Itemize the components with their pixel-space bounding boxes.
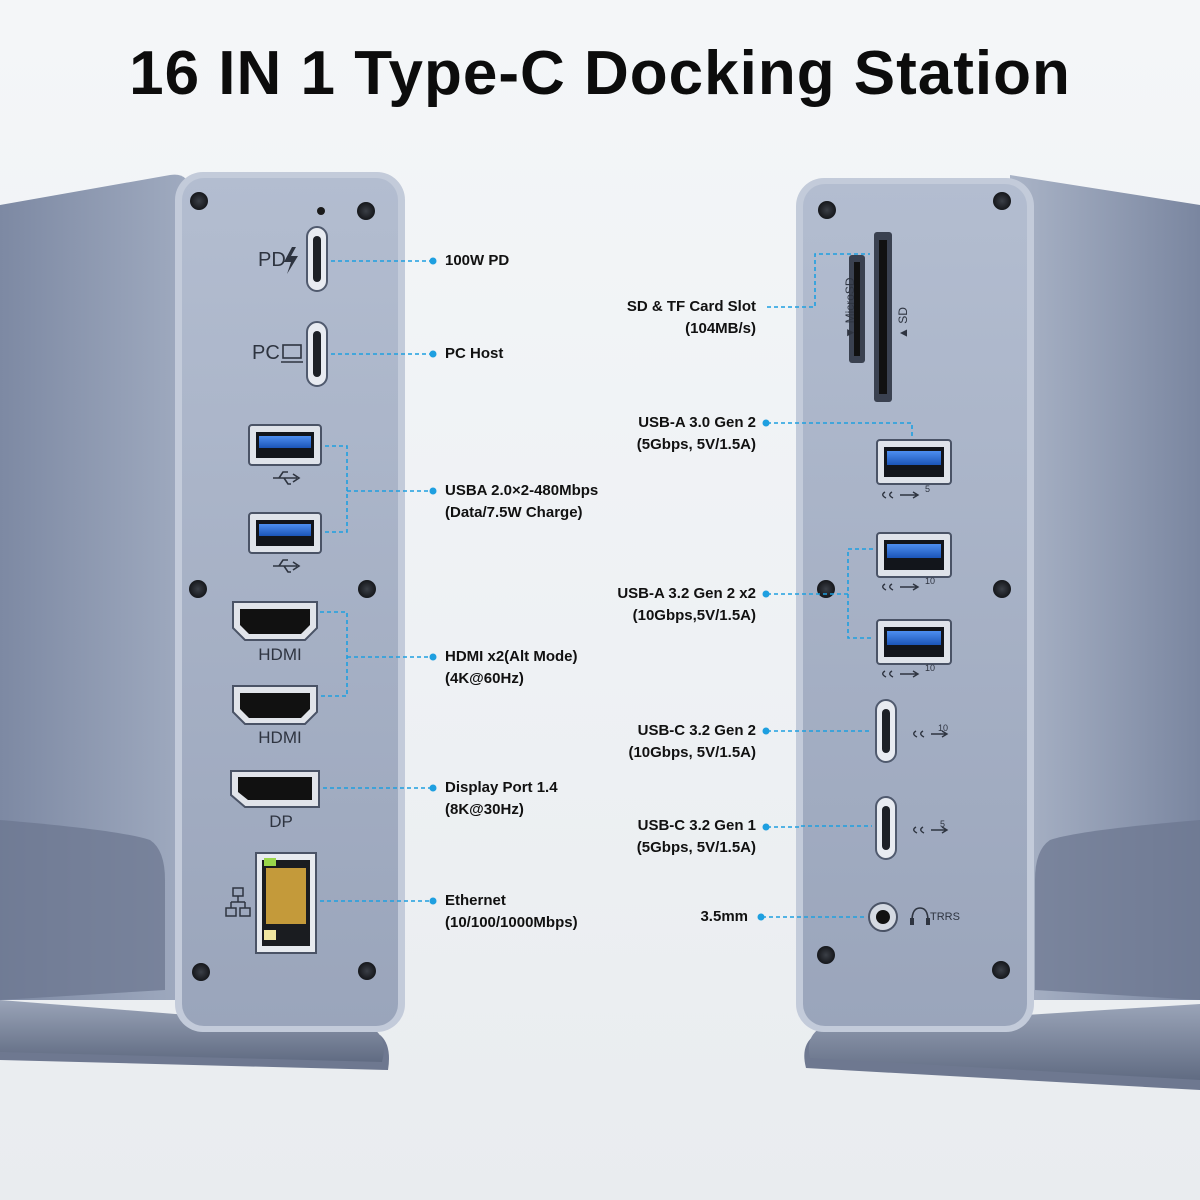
- usb-a-port: [876, 532, 952, 578]
- screw-icon: [192, 963, 210, 981]
- callout-usbc-gen2: USB-C 3.2 Gen 2 (10Gbps, 5V/1.5A): [628, 720, 756, 764]
- callout-sd-tf: SD & TF Card Slot (104MB/s): [627, 296, 756, 340]
- screw-icon: [190, 192, 208, 210]
- screw-icon: [993, 580, 1011, 598]
- callout-line: USB-A 3.2 Gen 2 x2: [617, 585, 756, 602]
- usb-a-port: [876, 439, 952, 485]
- superspeed-icon: [882, 583, 920, 591]
- callout-line: USBA 2.0×2-480Mbps: [445, 482, 599, 499]
- microsd-mark-text: MicroSD: [843, 277, 857, 324]
- ss10-mark: 10: [925, 576, 936, 586]
- usb-c-host-port: [306, 321, 328, 387]
- sd-mark: ▲ SD: [896, 307, 910, 339]
- callout-line: (4K@60Hz): [445, 670, 524, 687]
- superspeed-icon: [882, 670, 920, 678]
- page-title: 16 IN 1 Type-C Docking Station: [129, 39, 1071, 108]
- callout-line: (10/100/1000Mbps): [445, 914, 578, 931]
- callout-dots-left: [429, 257, 437, 905]
- screw-icon: [818, 201, 836, 219]
- screw-icon: [993, 192, 1011, 210]
- ethernet-port: [255, 852, 317, 954]
- screw-icon: [189, 580, 207, 598]
- callout-ethernet: Ethernet (10/100/1000Mbps): [445, 890, 578, 934]
- ss5-mark: 5: [925, 484, 931, 494]
- callout-line: Display Port 1.4: [445, 779, 558, 796]
- callout-line: USB-C 3.2 Gen 2: [637, 722, 756, 739]
- trrs-mark: TRRS: [930, 911, 960, 923]
- usb-icon: [273, 471, 301, 485]
- superspeed-icon: [882, 491, 920, 499]
- callout-line: (5Gbps, 5V/1.5A): [636, 436, 756, 453]
- superspeed-icon: [913, 730, 949, 738]
- pd-mark: PD: [258, 249, 286, 271]
- sd-card-slot: [874, 232, 892, 402]
- usb-c-port: [875, 796, 897, 860]
- callout-line: PC Host: [445, 345, 504, 362]
- monitor-icon: [281, 344, 303, 363]
- callout-line: (8K@30Hz): [445, 801, 524, 818]
- callout-line: USB-A 3.0 Gen 2: [638, 414, 756, 431]
- callout-lines-left: [320, 260, 432, 902]
- ss10-mark: 10: [938, 723, 949, 733]
- callout-line: (10Gbps,5V/1.5A): [632, 607, 756, 624]
- callout-line: (5Gbps, 5V/1.5A): [636, 839, 756, 856]
- callout-usba-gen2: USB-A 3.0 Gen 2 (5Gbps, 5V/1.5A): [637, 412, 756, 456]
- dp-mark: DP: [269, 812, 293, 831]
- callout-hdmi: HDMI x2(Alt Mode) (4K@60Hz): [445, 646, 578, 690]
- callout-line: USB-C 3.2 Gen 1: [637, 817, 756, 834]
- hdmi-port: [232, 601, 318, 641]
- superspeed-icon: [913, 826, 949, 834]
- callout-usba-2: USBA 2.0×2-480Mbps (Data/7.5W Charge): [445, 480, 598, 524]
- callout-line: (10Gbps, 5V/1.5A): [628, 744, 756, 761]
- callout-line: (Data/7.5W Charge): [445, 504, 583, 521]
- callout-line: Ethernet: [445, 892, 506, 909]
- callout-line: SD & TF Card Slot: [626, 298, 756, 315]
- usb-c-pd-port: [306, 226, 328, 292]
- displayport-port: [230, 770, 320, 808]
- callout-usbc-gen1: USB-C 3.2 Gen 1 (5Gbps, 5V/1.5A): [637, 815, 756, 859]
- usb-a-port: [248, 424, 322, 466]
- usb-a-port: [876, 619, 952, 665]
- screw-icon: [817, 946, 835, 964]
- screw-icon: [992, 961, 1010, 979]
- audio-jack: [868, 902, 898, 932]
- usb-a-port: [248, 512, 322, 554]
- microsd-mark: ▼ MicroSD: [843, 277, 857, 339]
- usb-icon: [273, 559, 301, 573]
- screw-icon: [357, 202, 375, 220]
- microsd-card-slot: [849, 255, 865, 363]
- callout-line: HDMI x2(Alt Mode): [445, 648, 578, 665]
- left-dock: [0, 172, 437, 1070]
- hdmi-port: [232, 685, 318, 725]
- screw-icon: [817, 580, 835, 598]
- callout-line: 3.5mm: [700, 908, 748, 925]
- callout-line: 100W PD: [445, 252, 510, 269]
- ss10-mark: 10: [925, 663, 936, 673]
- lightning-icon: [284, 247, 298, 274]
- callout-displayport: Display Port 1.4 (8K@30Hz): [445, 777, 558, 821]
- screw-icon: [358, 580, 376, 598]
- callout-usba-gen2x2: USB-A 3.2 Gen 2 x2 (10Gbps,5V/1.5A): [617, 583, 756, 627]
- callout-100w-pd: 100W PD: [445, 250, 509, 272]
- right-dock: [757, 175, 1200, 1090]
- callout-line: (104MB/s): [685, 320, 756, 337]
- callout-lines-right: [762, 253, 913, 918]
- hdmi-mark: HDMI: [258, 645, 302, 664]
- network-icon: [225, 887, 251, 917]
- pc-mark: PC: [252, 342, 280, 364]
- callout-dots-right: [757, 419, 770, 921]
- headset-icon: [910, 907, 930, 925]
- sd-mark-text: SD: [896, 307, 910, 324]
- screw-icon: [358, 962, 376, 980]
- hdmi-mark: HDMI: [258, 728, 302, 747]
- callout-3-5mm: 3.5mm: [700, 906, 748, 928]
- ss5-mark: 5: [940, 819, 946, 829]
- usb-c-port: [875, 699, 897, 763]
- callout-pc-host: PC Host: [445, 343, 503, 365]
